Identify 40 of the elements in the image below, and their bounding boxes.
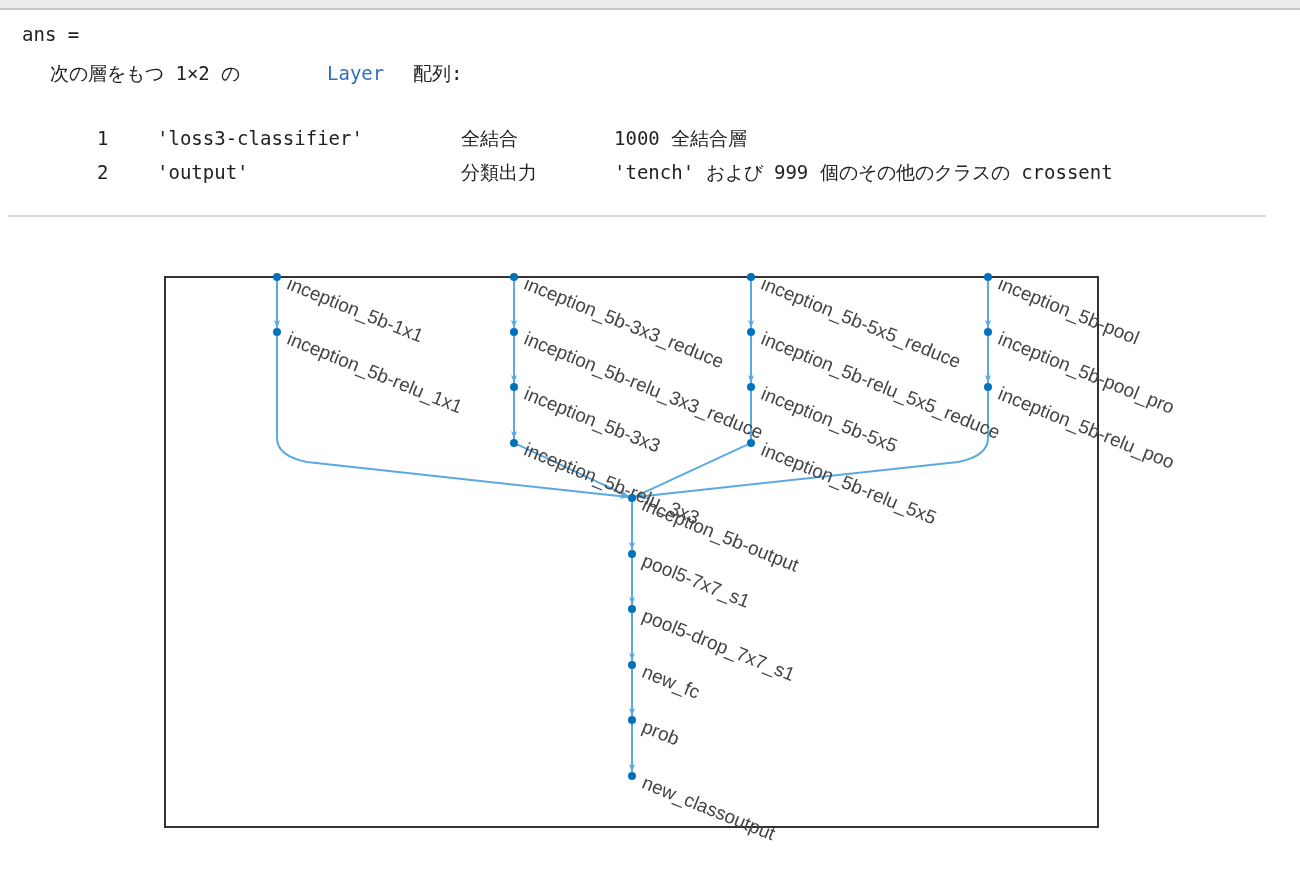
node-dot [510, 439, 518, 447]
node-dot [628, 605, 636, 613]
node-dot [747, 383, 755, 391]
layer-type: 全結合 [461, 127, 518, 149]
arrow [511, 280, 517, 329]
node-dot [510, 383, 518, 391]
layer-description: 'tench' および 999 個のその他のクラスの crossent [614, 161, 1113, 183]
node-dot [984, 383, 992, 391]
arrow [985, 280, 991, 329]
node-dot [628, 716, 636, 724]
arrow [629, 612, 635, 662]
node-dot [273, 328, 281, 336]
arrow [748, 390, 754, 440]
arrow [629, 668, 635, 717]
summary-text: 配列: [413, 62, 463, 84]
arrow [629, 723, 635, 773]
row-number: 2 [97, 161, 109, 183]
node-dot [273, 273, 281, 281]
class-name: Layer [327, 62, 385, 84]
node-dot [628, 661, 636, 669]
node-dot [510, 328, 518, 336]
layer-description: 1000 全結合層 [614, 127, 748, 149]
arrow [748, 335, 754, 384]
arrow [748, 280, 754, 329]
node-label: prob [639, 716, 682, 750]
arrow [276, 335, 629, 500]
summary-text: 次の層をもつ 1×2 の [50, 62, 241, 84]
node-dot [510, 273, 518, 281]
variable-name: ans = [22, 23, 80, 45]
arrow [511, 335, 517, 384]
node-dot [628, 772, 636, 780]
arrow [985, 335, 991, 384]
node-dot [747, 273, 755, 281]
row-number: 1 [97, 127, 109, 149]
layer-type: 分類出力 [461, 161, 537, 183]
node-dot [984, 273, 992, 281]
arrow [274, 280, 280, 329]
layer-name: 'loss3-classifier' [157, 127, 363, 149]
layer-name: 'output' [157, 161, 249, 183]
arrow [511, 390, 517, 440]
